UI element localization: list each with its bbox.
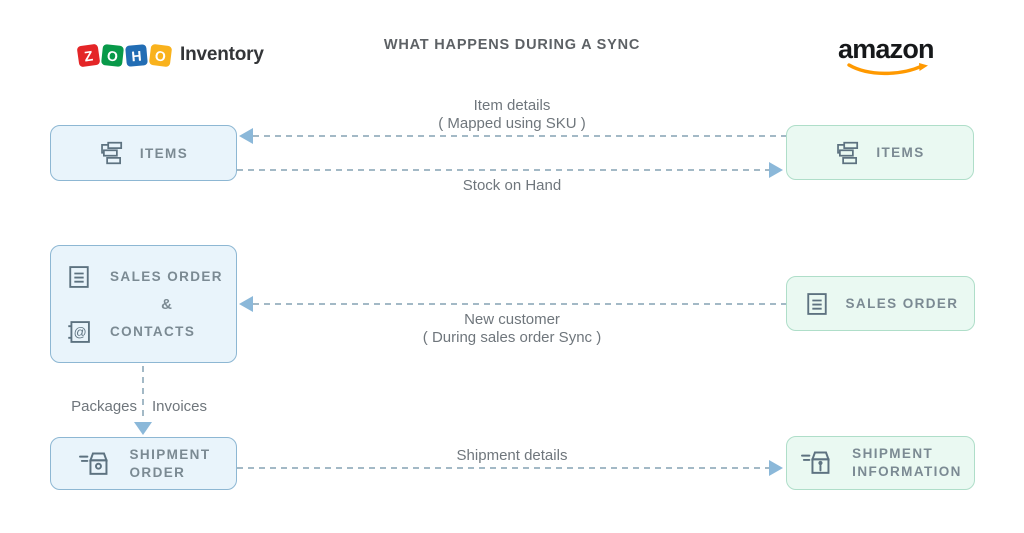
node-amazon-sales-order: SALES ORDER — [786, 276, 975, 331]
sales-order-icon — [803, 290, 831, 318]
amazon-logo: amazon — [838, 34, 938, 76]
zoho-product-name: Inventory — [180, 44, 264, 65]
node-label: SALES ORDER — [845, 296, 959, 311]
node-label-joiner: & — [161, 295, 172, 313]
node-label: CONTACTS — [110, 324, 196, 339]
arrowhead-right-icon — [769, 162, 783, 178]
flow-label-packages: Packages — [71, 398, 137, 415]
amazon-smile-icon — [847, 63, 928, 76]
node-zoho-sales-order-contacts: SALES ORDER & @ CONTACTS — [50, 245, 237, 363]
items-icon — [835, 140, 861, 166]
node-label-line: SHIPMENT — [129, 446, 211, 462]
shipment-info-icon — [799, 447, 837, 479]
arrowhead-down-icon — [134, 422, 152, 435]
node-label-line: ORDER — [129, 464, 186, 480]
node-label: ITEMS — [876, 145, 925, 160]
node-amazon-items: ITEMS — [786, 125, 974, 180]
flow-line-item-details — [253, 135, 786, 137]
contacts-icon: @ — [64, 318, 94, 346]
flow-label-stock-on-hand: Stock on Hand — [462, 177, 562, 194]
node-amazon-shipment-information: SHIPMENT INFORMATION — [786, 436, 975, 490]
flow-line-stock-on-hand — [237, 169, 770, 171]
items-icon — [99, 140, 125, 166]
node-label-line: INFORMATION — [852, 464, 962, 479]
amazon-wordmark: amazon — [838, 34, 935, 64]
flow-label-line: New customer — [464, 311, 560, 328]
node-zoho-items: ITEMS — [50, 125, 237, 181]
flow-label-shipment-details: Shipment details — [456, 447, 568, 464]
arrowhead-left-icon — [239, 296, 253, 312]
flow-label-new-customer: New customer ( During sales order Sync ) — [312, 311, 712, 346]
flow-line-new-customer — [253, 303, 786, 305]
sales-order-icon — [64, 263, 94, 291]
arrowhead-left-icon — [239, 128, 253, 144]
svg-text:@: @ — [74, 324, 87, 339]
node-label: SHIPMENT INFORMATION — [852, 445, 962, 481]
node-label: SHIPMENT ORDER — [130, 446, 211, 482]
node-label: ITEMS — [139, 145, 189, 161]
shipment-box-icon — [77, 448, 115, 480]
node-label: SALES ORDER — [110, 269, 223, 284]
flow-label-item-details: Item details ( Mapped using SKU ) — [312, 97, 712, 132]
flow-line-shipment-details — [237, 467, 770, 469]
flow-label-line: ( During sales order Sync ) — [422, 328, 602, 346]
node-zoho-shipment-order: SHIPMENT ORDER — [50, 437, 237, 490]
node-label-line: SHIPMENT — [852, 446, 934, 461]
flow-label-invoices: Invoices — [152, 398, 208, 415]
flow-line-internal — [142, 366, 144, 421]
page-title: WHAT HAPPENS DURING A SYNC — [383, 37, 641, 53]
flow-label-line: ( Mapped using SKU ) — [438, 114, 586, 132]
arrowhead-right-icon — [769, 460, 783, 476]
zoho-inventory-logo: Z O H O Inventory — [76, 43, 264, 67]
flow-label-line: Item details — [473, 97, 551, 114]
